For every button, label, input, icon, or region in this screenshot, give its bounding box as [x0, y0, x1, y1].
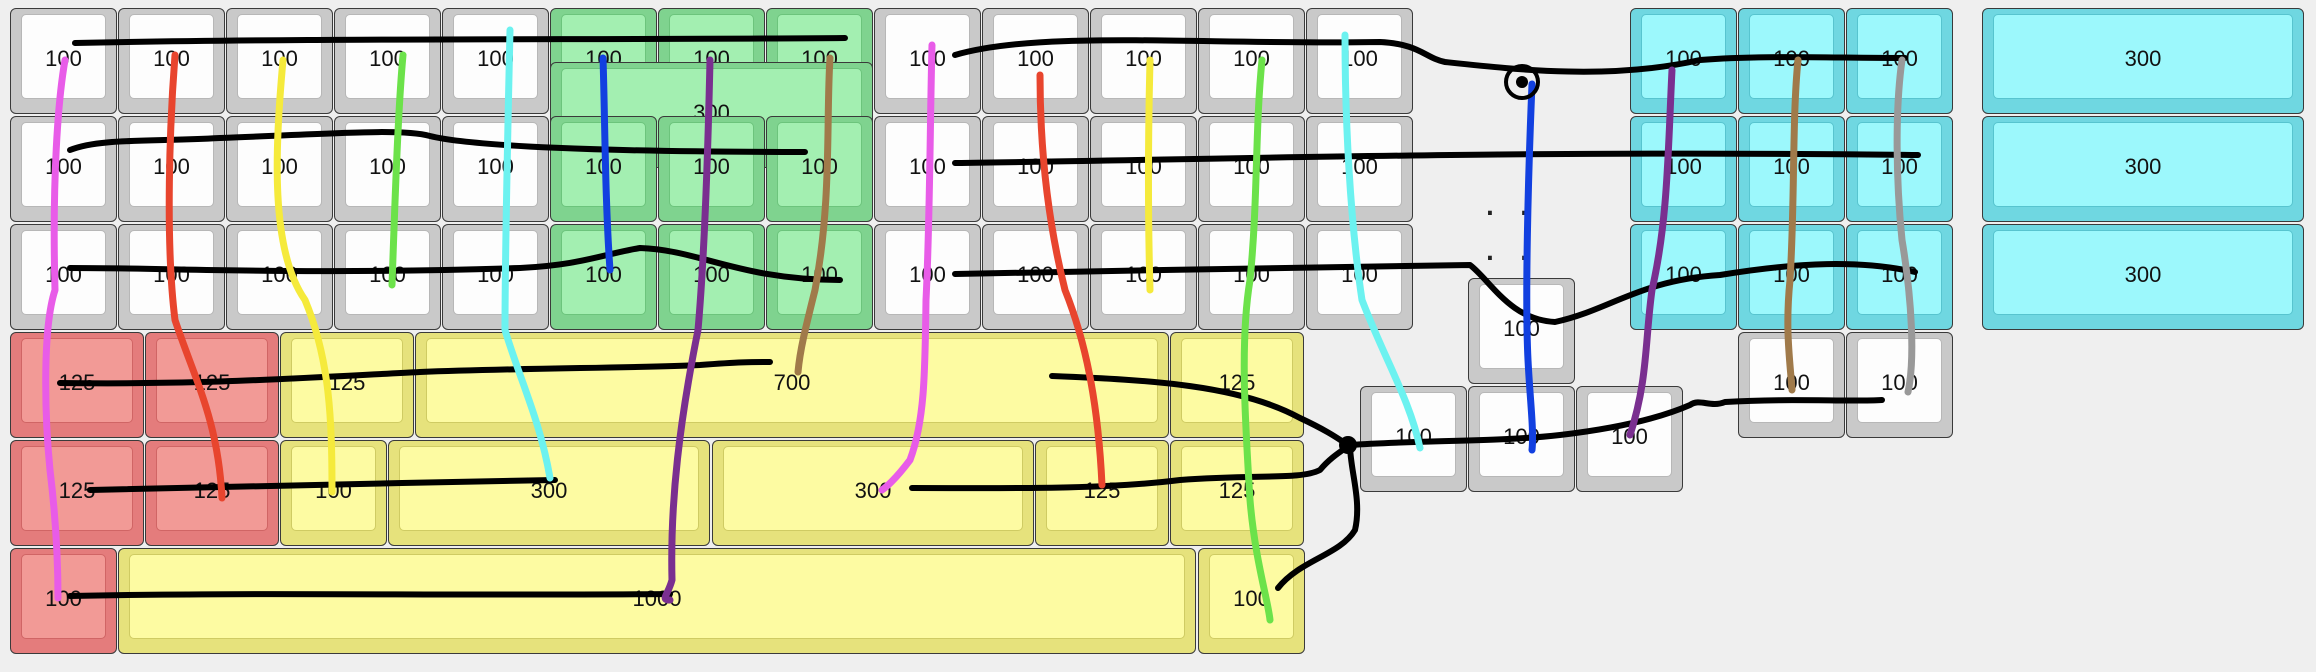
- key-arrow-up: 100: [1468, 278, 1575, 384]
- key-r1-5: 100: [442, 8, 549, 114]
- key-arrow-left: 100: [1360, 386, 1467, 492]
- key-r3-2: 100: [118, 224, 225, 330]
- key-r1-14: 100: [1630, 8, 1737, 114]
- key-r2-6: 100: [550, 116, 657, 222]
- key-r4-3: 125: [280, 332, 414, 438]
- key-r1-11: 100: [1090, 8, 1197, 114]
- key-r2-9: 100: [874, 116, 981, 222]
- key-arrow-right: 100: [1576, 386, 1683, 492]
- junction-ring-dot: [1516, 76, 1528, 88]
- key-r1-17: 300: [1982, 8, 2304, 114]
- key-r6-1: 100: [10, 548, 117, 654]
- key-r5-7: 125: [1170, 440, 1304, 546]
- key-r3-7: 100: [658, 224, 765, 330]
- key-r3-15: 100: [1738, 224, 1845, 330]
- key-r3-17: 300: [1982, 224, 2304, 330]
- ellipsis-text: . . . .: [1484, 180, 1536, 269]
- key-r2-12: 100: [1198, 116, 1305, 222]
- key-r2-3: 100: [226, 116, 333, 222]
- key-r4-2: 125: [145, 332, 279, 438]
- key-r1-2: 100: [118, 8, 225, 114]
- junction-dot: [1339, 436, 1357, 454]
- key-r4-6: 100: [1738, 332, 1845, 438]
- key-r5-3: 100: [280, 440, 387, 546]
- key-r5-5: 300: [712, 440, 1034, 546]
- key-r1-16: 100: [1846, 8, 1953, 114]
- key-r1-9: 100: [874, 8, 981, 114]
- key-arrow-down: 100: [1468, 386, 1575, 492]
- key-r1-12: 100: [1198, 8, 1305, 114]
- key-r3-9: 100: [874, 224, 981, 330]
- key-r3-4: 100: [334, 224, 441, 330]
- key-r2-7: 100: [658, 116, 765, 222]
- key-r3-8: 100: [766, 224, 873, 330]
- key-r1-3: 100: [226, 8, 333, 114]
- key-r3-11: 100: [1090, 224, 1197, 330]
- key-r3-13: 100: [1306, 224, 1413, 330]
- key-r5-2: 125: [145, 440, 279, 546]
- key-r2-17: 300: [1982, 116, 2304, 222]
- key-r1-1: 100: [10, 8, 117, 114]
- key-r2-4: 100: [334, 116, 441, 222]
- key-r3-3: 100: [226, 224, 333, 330]
- key-r4-1: 125: [10, 332, 144, 438]
- key-r4-4: 700: [415, 332, 1169, 438]
- key-r5-1: 125: [10, 440, 144, 546]
- key-r1-4: 100: [334, 8, 441, 114]
- key-r5-4: 300: [388, 440, 710, 546]
- key-r2-1: 100: [10, 116, 117, 222]
- junction-ring: [1504, 64, 1540, 100]
- key-r3-6: 100: [550, 224, 657, 330]
- key-r1-10: 100: [982, 8, 1089, 114]
- key-r2-8: 100: [766, 116, 873, 222]
- key-r2-11: 100: [1090, 116, 1197, 222]
- key-r2-2: 100: [118, 116, 225, 222]
- key-r5-6: 125: [1035, 440, 1169, 546]
- key-r1-15: 100: [1738, 8, 1845, 114]
- key-r3-1: 100: [10, 224, 117, 330]
- key-r1-13: 100: [1306, 8, 1413, 114]
- key-r2-13: 100: [1306, 116, 1413, 222]
- key-r4-5: 125: [1170, 332, 1304, 438]
- key-r3-10: 100: [982, 224, 1089, 330]
- key-r3-12: 100: [1198, 224, 1305, 330]
- key-r2-14: 100: [1630, 116, 1737, 222]
- key-r6-2: 1000: [118, 548, 1196, 654]
- key-r6-3: 100: [1198, 548, 1305, 654]
- key-r3-5: 100: [442, 224, 549, 330]
- key-r2-5: 100: [442, 116, 549, 222]
- key-r3-16: 100: [1846, 224, 1953, 330]
- key-r3-14: 100: [1630, 224, 1737, 330]
- key-r4-7: 100: [1846, 332, 1953, 438]
- key-r2-15: 100: [1738, 116, 1845, 222]
- key-r2-10: 100: [982, 116, 1089, 222]
- key-r2-16: 100: [1846, 116, 1953, 222]
